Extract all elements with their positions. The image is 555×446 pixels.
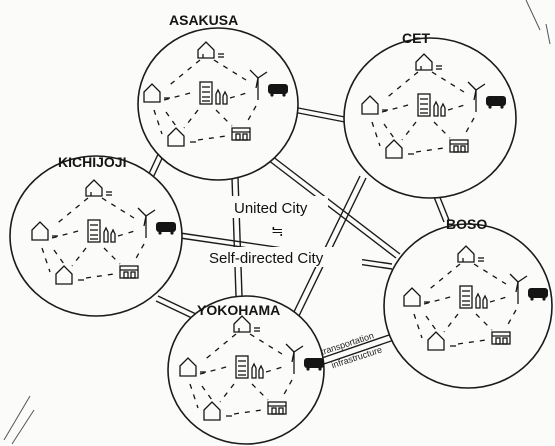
approx-equal-symbol: ≒ [271, 223, 284, 240]
city-circle-kichijoji [9, 155, 183, 317]
label-kichijoji: KICHIJOJI [58, 154, 126, 170]
center-subtitle: Self-directed City [209, 250, 324, 267]
center-title: United City [234, 200, 308, 217]
label-yokohama: YOKOHAMA [197, 302, 280, 318]
center-text-backdrop-1 [226, 196, 328, 218]
label-asakusa: ASAKUSA [169, 12, 238, 28]
city-circle-yokohama [167, 295, 325, 445]
city-circle-cet [343, 37, 517, 199]
center-text-backdrop-2 [206, 247, 362, 267]
label-cet: CET [402, 30, 430, 46]
sketch-marks [3, 0, 551, 445]
city-circle-boso [383, 223, 553, 389]
label-boso: BOSO [446, 216, 487, 232]
